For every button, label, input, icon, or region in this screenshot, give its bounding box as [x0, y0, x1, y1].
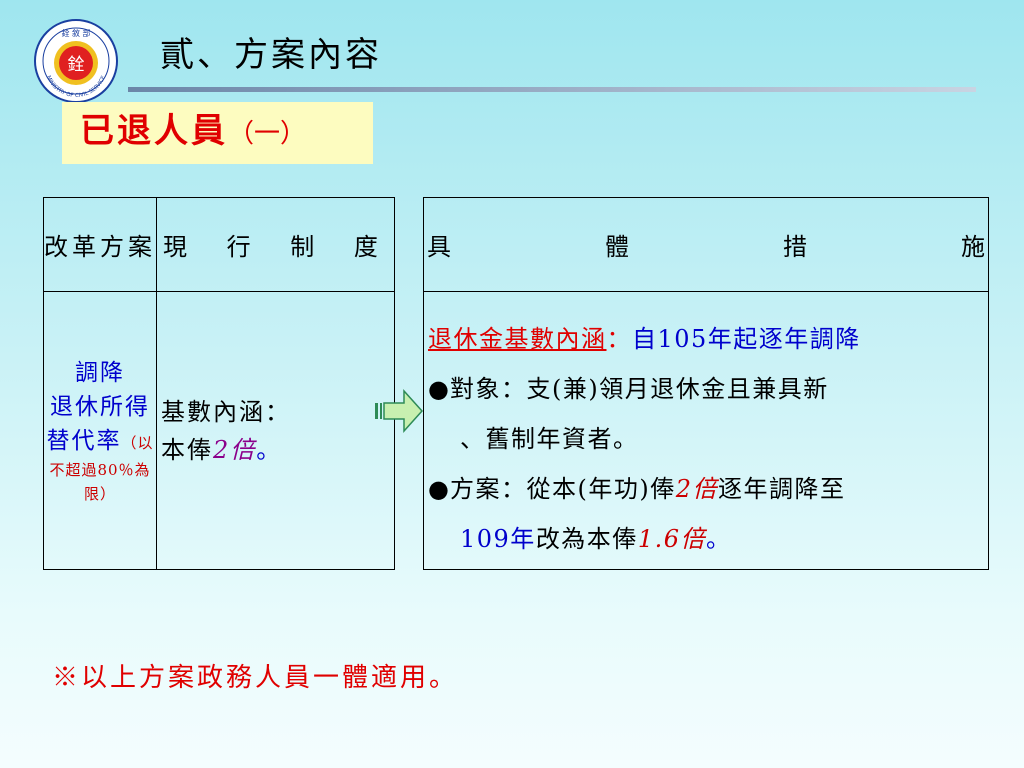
- item3-text-b: 逐年調降至: [718, 475, 846, 503]
- item3-end: 。: [705, 525, 732, 553]
- reform-table: 改革方案 現 行 制 度 調降 退休所得 替代率（以 不超過80％為 限） 基數…: [43, 197, 395, 570]
- measure-item2: ●對象：支(兼)領月退休金且兼具新: [428, 364, 984, 414]
- item3-text-c: 改為本俸: [535, 525, 638, 553]
- subtitle-text: 已退人員: [80, 111, 228, 151]
- title-underline: [128, 87, 976, 92]
- item1-colon: ：: [606, 325, 632, 353]
- current-line1: 基數內涵：: [161, 397, 291, 426]
- measures-cell: 退休金基數內涵：自105年起逐年調降 ●對象：支(兼)領月退休金且兼具新 、舊制…: [423, 291, 989, 570]
- ministry-seal-logo: 銓 銓 敘 部 MINISTRY OF CIVIL SERVICE: [34, 19, 118, 103]
- current-system-cell: 基數內涵： 本俸2倍。: [156, 291, 395, 570]
- item1-text: 自105年起逐年調降: [632, 325, 861, 353]
- item3-year: 109年: [460, 525, 536, 553]
- reform-cell: 調降 退休所得 替代率（以 不超過80％為 限）: [43, 291, 157, 570]
- reform-line1: 調降: [75, 359, 125, 386]
- reform-line3: 替代率: [46, 427, 122, 454]
- measure-item3-cont: 109年改為本俸1.6倍。: [428, 514, 984, 564]
- current-prefix: 本俸: [161, 435, 213, 464]
- measure-item3: ●方案：從本(年功)俸2倍逐年調降至: [428, 464, 984, 514]
- reform-line3-wrap: 替代率（以: [44, 424, 156, 458]
- slide-title: 貳、方案內容: [160, 35, 382, 75]
- item2-text-a: 支(兼)領月退休金且兼具新: [526, 375, 829, 403]
- reform-note-b: 不超過80％為: [49, 460, 151, 479]
- footnote: ※以上方案政務人員一體適用。: [52, 663, 459, 693]
- header-char-1: 具: [427, 233, 451, 261]
- header-char-2: 體: [605, 233, 629, 261]
- measure-item1: 退休金基數內涵：自105年起逐年調降: [428, 314, 984, 364]
- slide-subtitle: 已退人員（一）: [80, 114, 306, 148]
- header-current-system: 現 行 制 度: [156, 197, 395, 292]
- reform-line2: 退休所得: [50, 393, 150, 420]
- current-value: 2倍: [213, 435, 257, 464]
- header-char-3: 措: [783, 233, 807, 261]
- current-line2: 本俸2倍。: [161, 431, 394, 469]
- header-char-4: 施: [961, 233, 985, 261]
- reform-note-c: 限）: [83, 484, 116, 503]
- item1-label: 退休金基數內涵: [428, 325, 607, 353]
- measure-item2-cont: 、舊制年資者。: [460, 425, 639, 453]
- item3-value-b: 1.6倍: [637, 525, 706, 553]
- item3-text-a: 從本(年功)俸: [526, 475, 676, 503]
- seal-center-char: 銓: [68, 55, 85, 75]
- subtitle-highlight: [62, 102, 373, 164]
- header-reform-plan: 改革方案: [43, 197, 157, 292]
- subtitle-suffix: （一）: [228, 119, 307, 149]
- seal-top-text: 銓 敘 部: [61, 28, 90, 38]
- item3-label: 方案：: [450, 475, 527, 503]
- current-suffix: 。: [256, 435, 283, 464]
- bullet-icon: ●: [428, 375, 451, 403]
- bullet-icon: ●: [428, 475, 451, 503]
- item2-label: 對象：: [450, 375, 527, 403]
- header-specific-measures: 具 體 措 施: [423, 197, 989, 292]
- right-arrow-icon: [375, 389, 424, 433]
- measures-table: 具 體 措 施 退休金基數內涵：自105年起逐年調降 ●對象：支(兼)領月退休金…: [423, 197, 989, 570]
- reform-note-a: （以: [121, 433, 154, 452]
- item3-value-a: 2倍: [675, 475, 719, 503]
